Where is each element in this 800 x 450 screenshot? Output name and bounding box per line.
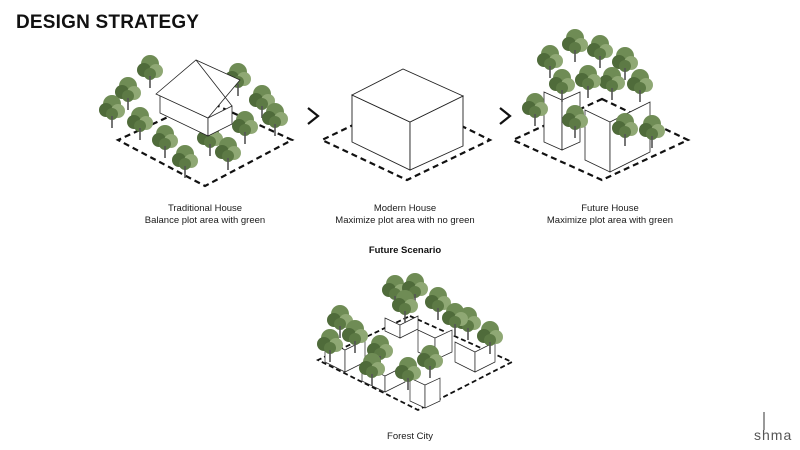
- section-heading: Future Scenario: [368, 245, 442, 256]
- brand-logo: shma: [754, 412, 792, 443]
- forest-city-diagram: [315, 273, 515, 412]
- box-house: [350, 68, 465, 171]
- traditional-house-caption: Traditional House Balance plot area with…: [130, 203, 280, 226]
- chevron-right-icon: [307, 107, 320, 125]
- modern-house-caption: Modern House Maximize plot area with no …: [320, 203, 490, 226]
- caption-description: Balance plot area with green: [144, 214, 266, 226]
- plot-outline: [315, 315, 515, 412]
- chevron-right-icon: [499, 107, 512, 125]
- forest-city-caption: Forest City: [387, 431, 433, 442]
- modern-house-diagram: [319, 68, 493, 182]
- future-house-diagram: [510, 29, 691, 182]
- caption-title: Traditional House: [167, 203, 243, 214]
- page-title: DESIGN STRATEGY: [16, 12, 200, 33]
- traditional-house-diagram: [99, 55, 295, 188]
- traditional-house: [155, 59, 241, 137]
- caption-title: Modern House: [373, 203, 437, 214]
- logo-wordmark: shma: [754, 427, 792, 443]
- caption-description: Maximize plot area with green: [546, 214, 674, 226]
- caption-title: Future House: [581, 203, 639, 214]
- future-house-caption: Future House Maximize plot area with gre…: [530, 203, 690, 226]
- caption-description: Maximize plot area with no green: [335, 214, 475, 226]
